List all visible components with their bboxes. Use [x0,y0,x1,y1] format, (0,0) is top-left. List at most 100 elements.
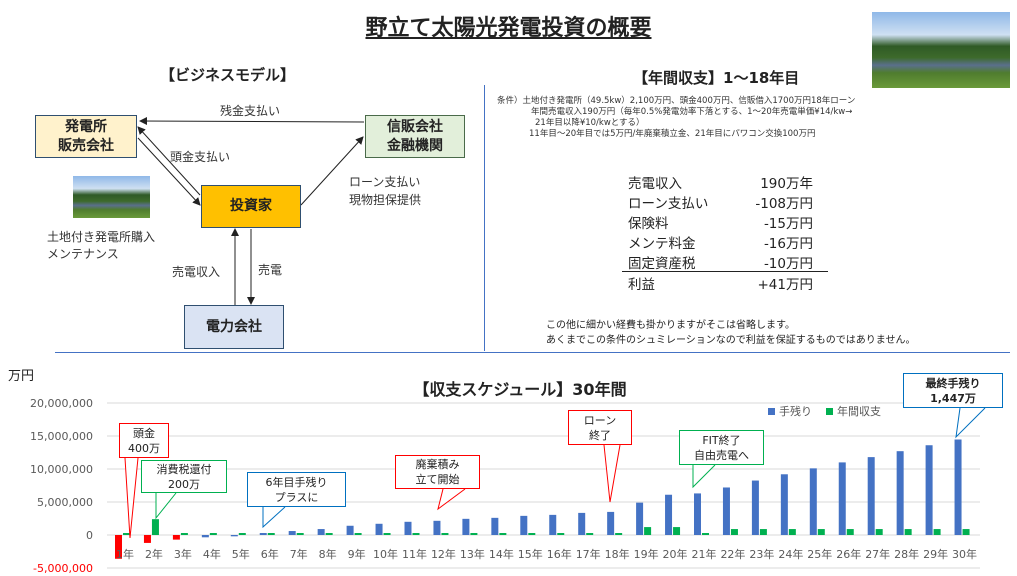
x-tick-label: 4年 [203,547,221,561]
bar-annual [383,533,391,535]
bar-remaining [346,525,354,535]
x-tick-label: 2年 [145,547,163,561]
conditions: 条件）土地付き発電所（49.5kw）2,100万円、頭金400万円、信販借入17… [497,96,856,139]
bar-remaining [607,511,615,535]
bar-annual [557,533,565,535]
x-tick-label: 7年 [290,547,308,561]
total-line [622,271,828,272]
x-tick-label: 17年 [576,547,601,561]
bar-annual [644,527,652,535]
callout-disposal-reserve: 廃棄積み立て開始 [395,455,480,489]
bar-remaining [317,529,325,535]
notes: この他に細かい経費も掛かりますがそこは省略します。あくまでこの条件のシュミレーシ… [546,320,916,346]
bar-remaining [520,515,528,535]
bar-annual [123,533,130,535]
x-tick-label: 9年 [348,547,366,561]
x-tick-label: 3年 [174,547,192,561]
bar-remaining [809,468,817,535]
bar-annual [759,529,767,535]
x-tick-label: 25年 [807,547,832,561]
sale-label: 売電 [258,263,283,277]
bar-annual [354,533,362,535]
y-tick-label: 10,000,000 [30,463,93,476]
remaining-payment-label: 残金支払い [220,104,281,118]
row-value: -15万円 [763,216,813,232]
bar-remaining [665,494,673,535]
x-tick-label: 18年 [605,547,630,561]
bar-annual [730,529,738,535]
loan-label: ローン支払い現物担保提供 [349,175,422,207]
row-value: +41万円 [757,277,814,293]
business-model-heading: 【ビジネスモデル】 [160,66,296,84]
power-company-box: 電力会社 [184,305,284,349]
page-title: 野立て太陽光発電投資の概要 [365,16,652,41]
bar-remaining [172,535,180,540]
bar-annual [702,533,709,535]
bar-annual [846,529,854,535]
bar-remaining [433,520,441,535]
y-tick-label: 20,000,000 [30,397,93,410]
callout-fit-end: FIT終了自由売電へ [679,430,764,465]
callout-loan-end: ローン終了 [568,410,632,445]
bar-remaining [694,493,701,535]
bar-annual [325,533,333,535]
bar-annual [412,533,420,535]
x-tick-label: 1年 [116,547,134,561]
bar-annual [470,533,478,535]
row-value: -16万円 [763,236,813,252]
bar-remaining [549,514,557,535]
total-row: 利益 +41万円 [628,275,813,295]
legend-item-remaining: 手残り [768,403,812,419]
bar-annual [875,529,883,535]
y-axis-unit: 万円 [8,369,35,384]
y-tick-label: -5,000,000 [33,562,93,575]
row-label: 利益 [628,277,655,293]
bar-remaining [201,535,209,538]
bar-annual [499,533,507,535]
x-tick-label: 13年 [460,547,485,561]
seller-note: 土地付き発電所購入メンテナンス [47,230,156,261]
x-tick-label: 14年 [489,547,514,561]
business-model-arrows [137,117,365,305]
bar-remaining [259,533,267,535]
bar-remaining [404,521,412,535]
annual-heading: 【年間収支】1～18年目 [633,69,800,87]
x-tick-label: 22年 [720,547,745,561]
x-tick-label: 6年 [261,547,279,561]
sale-income-label: 売電収入 [172,265,221,279]
legend: 手残り 年間収支 [768,403,881,419]
annual-row: 保険料-15万円 [628,214,813,234]
x-tick-label: 29年 [923,547,948,561]
callout-year6-plus: 6年目手残りプラスに [247,472,346,507]
investor-box: 投資家 [201,185,301,228]
bar-annual [904,529,912,535]
bar-remaining [578,512,586,535]
bar-annual [615,533,623,535]
x-tick-label: 30年 [952,547,977,561]
bar-remaining [896,451,904,535]
x-tick-label: 16年 [547,547,572,561]
bar-remaining [230,535,238,537]
x-tick-label: 12年 [431,547,456,561]
bar-remaining [722,487,730,535]
y-tick-label: 15,000,000 [30,430,93,443]
legend-item-annual: 年間収支 [826,403,881,419]
bar-annual [296,533,304,535]
bar-remaining [925,445,933,535]
bar-remaining [867,457,875,535]
x-tick-label: 19年 [634,547,659,561]
bar-remaining [954,439,962,535]
row-label: 売電収入 [628,176,682,192]
bar-annual [673,527,681,535]
seller-box: 発電所販売会社 [35,115,137,158]
x-tick-label: 15年 [518,547,543,561]
x-tick-label: 23年 [749,547,774,561]
bar-remaining [491,517,499,535]
vertical-divider [484,85,485,351]
row-label: ローン支払い [628,196,709,212]
